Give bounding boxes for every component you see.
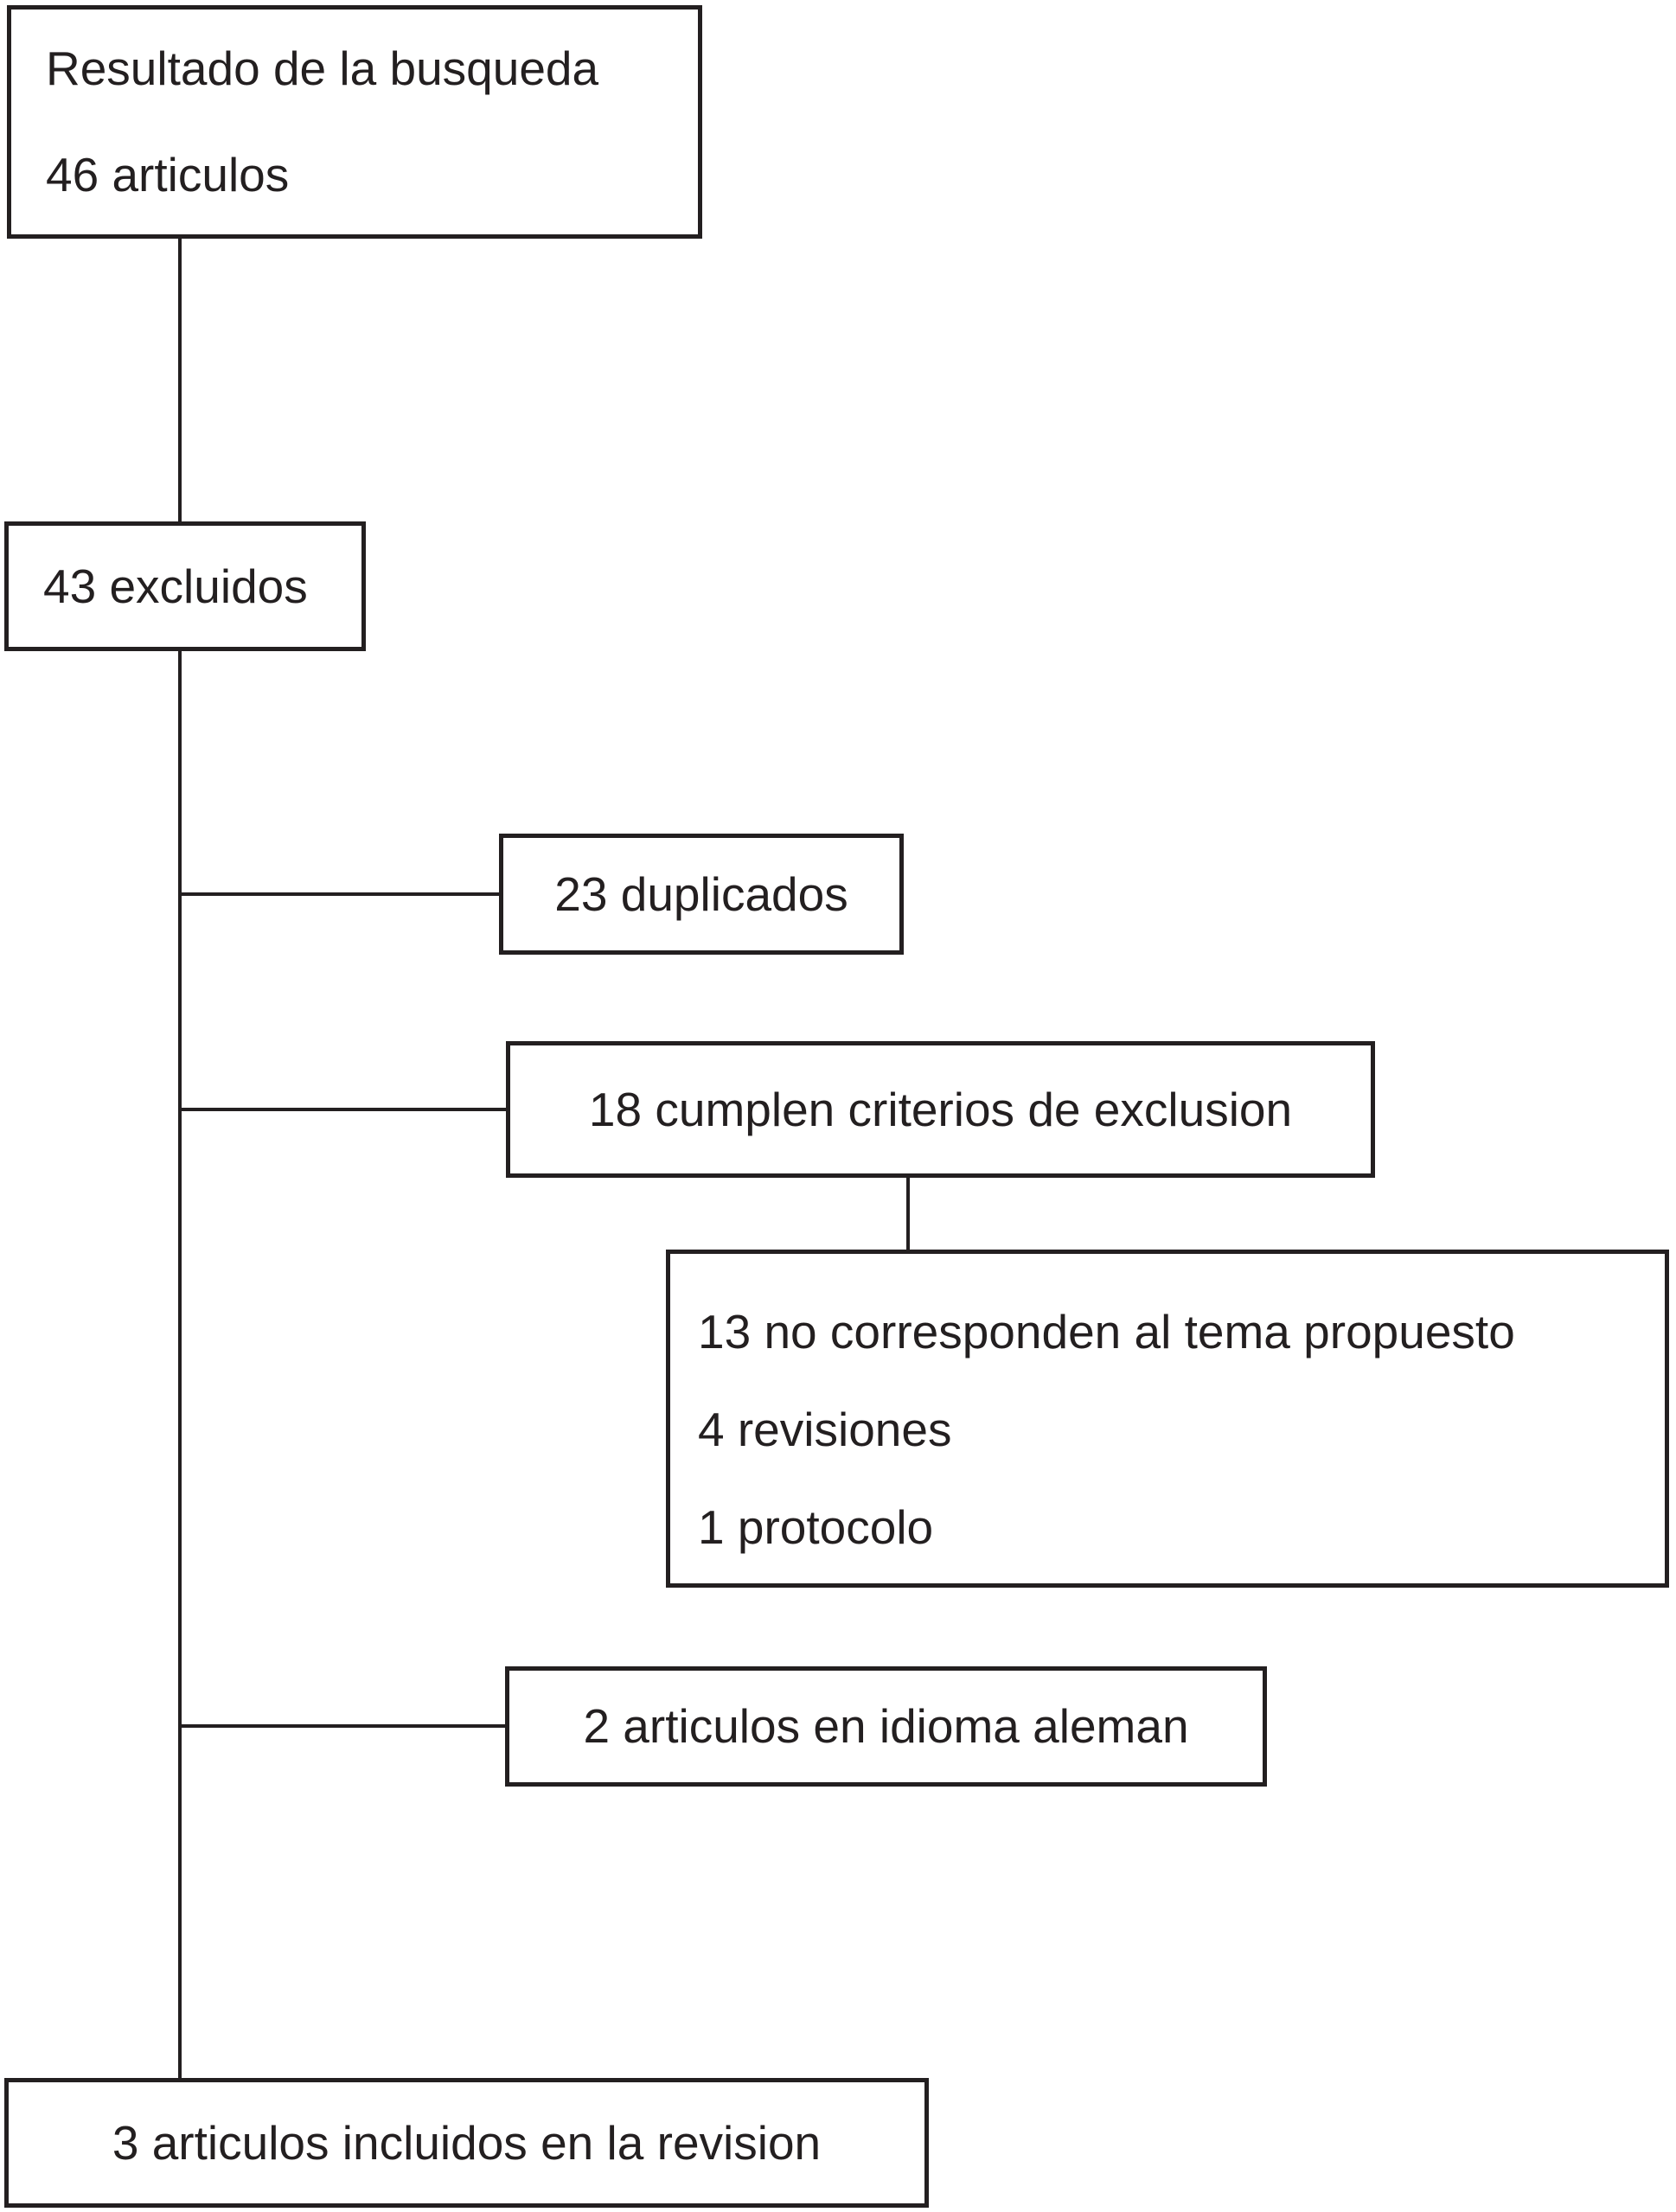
search-results-title: Resultado de la busqueda bbox=[46, 42, 599, 95]
connector-branch-german-articles bbox=[180, 1724, 507, 1728]
search-results-count: 46 articulos bbox=[46, 148, 290, 201]
connector-trunk bbox=[178, 651, 182, 2078]
box-search-results: Resultado de la busqueda 46 articulos bbox=[7, 5, 702, 239]
box-duplicates: 23 duplicados bbox=[499, 834, 904, 955]
connector-criteria-to-details bbox=[906, 1178, 910, 1250]
box-excluded: 43 excluidos bbox=[4, 521, 366, 651]
exclusion-criteria-count: 18 cumplen criterios de exclusion bbox=[588, 1082, 1293, 1136]
exclusion-detail-reviews: 4 revisiones bbox=[698, 1403, 952, 1456]
excluded-count: 43 excluidos bbox=[43, 559, 308, 613]
box-german-articles: 2 articulos en idioma aleman bbox=[505, 1666, 1267, 1787]
connector-branch-exclusion-criteria bbox=[180, 1108, 508, 1111]
german-articles-count: 2 articulos en idioma aleman bbox=[583, 1699, 1189, 1753]
box-exclusion-criteria: 18 cumplen criterios de exclusion bbox=[506, 1041, 1375, 1178]
duplicates-count: 23 duplicados bbox=[554, 866, 848, 921]
connector-branch-duplicates bbox=[180, 892, 499, 896]
connector-search-to-excluded bbox=[178, 239, 182, 521]
box-exclusion-details: 13 no corresponden al tema propuesto 4 r… bbox=[666, 1250, 1669, 1588]
included-articles-count: 3 articulos incluidos en la revision bbox=[112, 2115, 822, 2170]
box-included-articles: 3 articulos incluidos en la revision bbox=[4, 2078, 929, 2208]
exclusion-detail-off-topic: 13 no corresponden al tema propuesto bbox=[698, 1305, 1515, 1359]
exclusion-detail-protocol: 1 protocolo bbox=[698, 1500, 934, 1554]
